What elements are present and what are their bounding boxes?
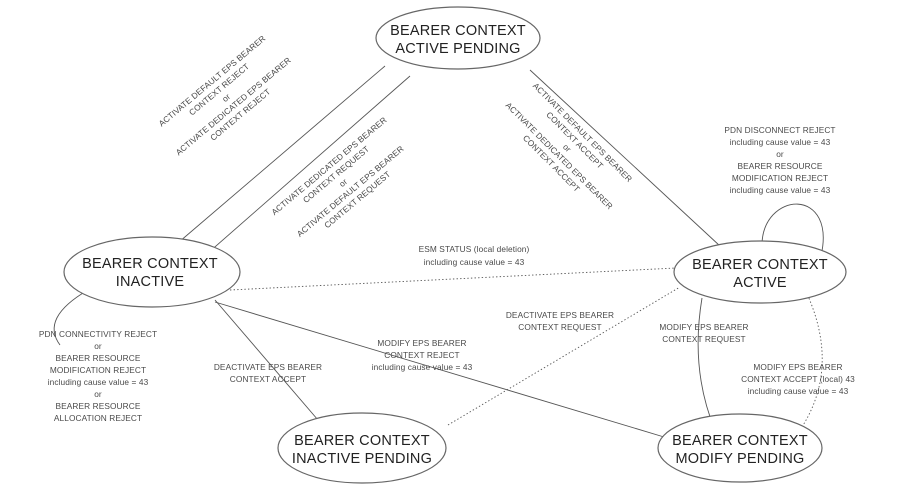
state-inactive-pending: BEARER CONTEXT INACTIVE PENDING (277, 412, 447, 484)
label-inactive-pending-to-inactive: DEACTIVATE EPS BEARER CONTEXT ACCEPT (214, 362, 322, 384)
label-line: MODIFY EPS BEARER (753, 362, 842, 372)
edge-inactive-pending-to-active (447, 286, 681, 426)
edge-inactive-pending-to-inactive (214, 299, 319, 421)
label-active-to-inactive-pending: DEACTIVATE EPS BEARER CONTEXT REQUEST (506, 310, 614, 332)
label-line: CONTEXT REQUEST (518, 322, 601, 332)
state-active-line2: ACTIVE (733, 275, 787, 291)
edges (53, 65, 824, 438)
label-line: ACTIVATE DEFAULT EPS BEARER (157, 33, 268, 128)
label-active-to-inactive: ESM STATUS (local deletion) including ca… (419, 244, 530, 267)
label-line: CONTEXT REQUEST (662, 334, 745, 344)
edge-inactive-self-left (53, 289, 89, 346)
edge-inactive-to-modify-pending (214, 301, 665, 438)
label-line: or (776, 149, 784, 159)
label-modify-to-inactive: MODIFY EPS BEARER CONTEXT REJECT includi… (372, 338, 473, 372)
state-active-line1: BEARER CONTEXT (692, 257, 828, 273)
label-active-to-modify: MODIFY EPS BEARER CONTEXT REQUEST (659, 322, 748, 344)
label-line: MODIFICATION REJECT (50, 365, 146, 375)
label-line: including cause value = 43 (730, 185, 831, 195)
label-line: PDN DISCONNECT REJECT (724, 125, 835, 135)
state-active-pending: BEARER CONTEXT ACTIVE PENDING (375, 6, 541, 70)
label-line: MODIFY EPS BEARER (377, 338, 466, 348)
label-line: ACTIVATE DEFAULT EPS BEARER (531, 81, 634, 184)
state-inactive-line2: INACTIVE (116, 274, 185, 290)
label-line: MODIFICATION REJECT (732, 173, 828, 183)
label-line: PDN CONNECTIVITY REJECT (39, 329, 157, 339)
edge-active-to-inactive (229, 267, 677, 291)
label-line: BEARER RESOURCE (56, 401, 141, 411)
label-line: including cause value = 43 (48, 377, 149, 387)
edge-inactive-to-active-pending-reject (171, 65, 386, 249)
label-line: including cause value = 43 (748, 386, 849, 396)
edge-active-self-loop (761, 203, 824, 261)
label-active-self-loop: PDN DISCONNECT REJECT including cause va… (724, 125, 835, 195)
label-modify-to-active: MODIFY EPS BEARER CONTEXT ACCEPT (local)… (741, 362, 855, 396)
label-line: CONTEXT ACCEPT (local) 43 (741, 374, 855, 384)
label-line: ALLOCATION REJECT (54, 413, 142, 423)
state-active: BEARER CONTEXT ACTIVE (673, 240, 847, 304)
label-line: CONTEXT REJECT (384, 350, 459, 360)
state-inactive-line1: BEARER CONTEXT (82, 256, 218, 272)
label-inactive-self-left: PDN CONNECTIVITY REJECT or BEARER RESOUR… (39, 329, 157, 423)
label-line: CONTEXT ACCEPT (230, 374, 306, 384)
label-line: including cause value = 43 (730, 137, 831, 147)
state-inactive-pending-line2: INACTIVE PENDING (292, 451, 432, 467)
state-inactive: BEARER CONTEXT INACTIVE (63, 236, 241, 308)
state-modify-pending: BEARER CONTEXT MODIFY PENDING (657, 413, 823, 483)
edge-modify-to-active (799, 295, 823, 431)
state-modify-pending-line1: BEARER CONTEXT (672, 433, 808, 449)
label-line: or (94, 389, 102, 399)
label-line: MODIFY EPS BEARER (659, 322, 748, 332)
edge-active-to-modify (697, 297, 716, 431)
label-line: including cause value = 43 (424, 257, 525, 267)
state-active-pending-line1: BEARER CONTEXT (390, 23, 526, 39)
label-line: BEARER RESOURCE (738, 161, 823, 171)
label-line: including cause value = 43 (372, 362, 473, 372)
label-inactive-active-pending-reject: ACTIVATE DEFAULT EPS BEARER CONTEXT REJE… (157, 33, 293, 157)
state-active-pending-line2: ACTIVE PENDING (395, 41, 520, 57)
edge-active-pending-to-active (529, 69, 721, 247)
state-modify-pending-line2: MODIFY PENDING (675, 451, 804, 467)
label-active-pending-to-active: ACTIVATE DEFAULT EPS BEARER CONTEXT ACCE… (504, 81, 635, 212)
label-line: BEARER RESOURCE (56, 353, 141, 363)
state-inactive-pending-line1: BEARER CONTEXT (294, 433, 430, 449)
label-line: ESM STATUS (local deletion) (419, 244, 530, 254)
label-line: DEACTIVATE EPS BEARER (506, 310, 614, 320)
label-line: DEACTIVATE EPS BEARER (214, 362, 322, 372)
label-line: or (94, 341, 102, 351)
edge-inactive-to-active-pending-request (199, 75, 411, 261)
